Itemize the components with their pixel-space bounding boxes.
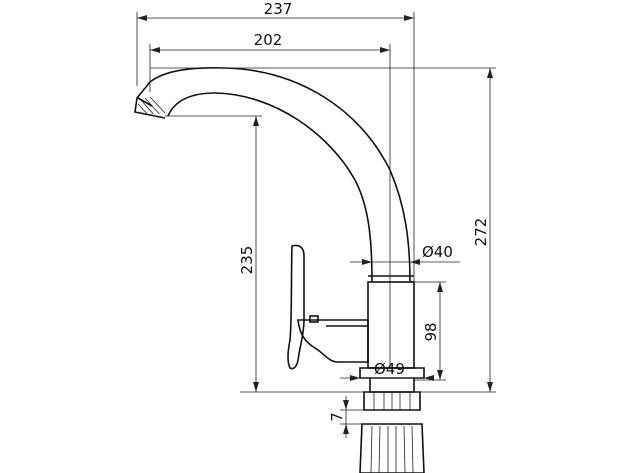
extension-lines xyxy=(136,12,496,425)
dim-spout-height: 235 xyxy=(238,246,256,275)
dim-overall-width: 237 xyxy=(264,0,293,18)
base-neck xyxy=(369,378,415,393)
spout-outer-edge xyxy=(149,67,411,283)
spout-inner-edge xyxy=(167,92,373,283)
base-nut-ribs xyxy=(373,392,411,410)
aerator-hatch xyxy=(137,96,165,114)
cartridge-screw xyxy=(309,315,319,323)
faucet-body xyxy=(367,281,415,369)
handle-cartridge xyxy=(297,319,369,363)
nozzle-tip xyxy=(137,97,153,107)
mounting-nut-ribs xyxy=(370,425,414,473)
dim-base-thickness: 7 xyxy=(328,412,346,422)
spout-nozzle xyxy=(134,81,166,119)
dim-body-diameter: Ø49 xyxy=(374,360,405,378)
dimension-lines xyxy=(137,15,493,438)
dim-spout-reach: 202 xyxy=(254,31,283,49)
dim-spout-diameter: Ø40 xyxy=(422,243,453,261)
dim-total-height: 272 xyxy=(472,218,490,247)
mounting-nut xyxy=(359,423,425,473)
faucet-outline xyxy=(134,67,425,473)
dimension-labels: 237 202 272 235 98 Ø40 Ø49 7 xyxy=(238,0,490,422)
lever-handle xyxy=(287,244,305,370)
dim-body-height: 98 xyxy=(422,322,440,341)
